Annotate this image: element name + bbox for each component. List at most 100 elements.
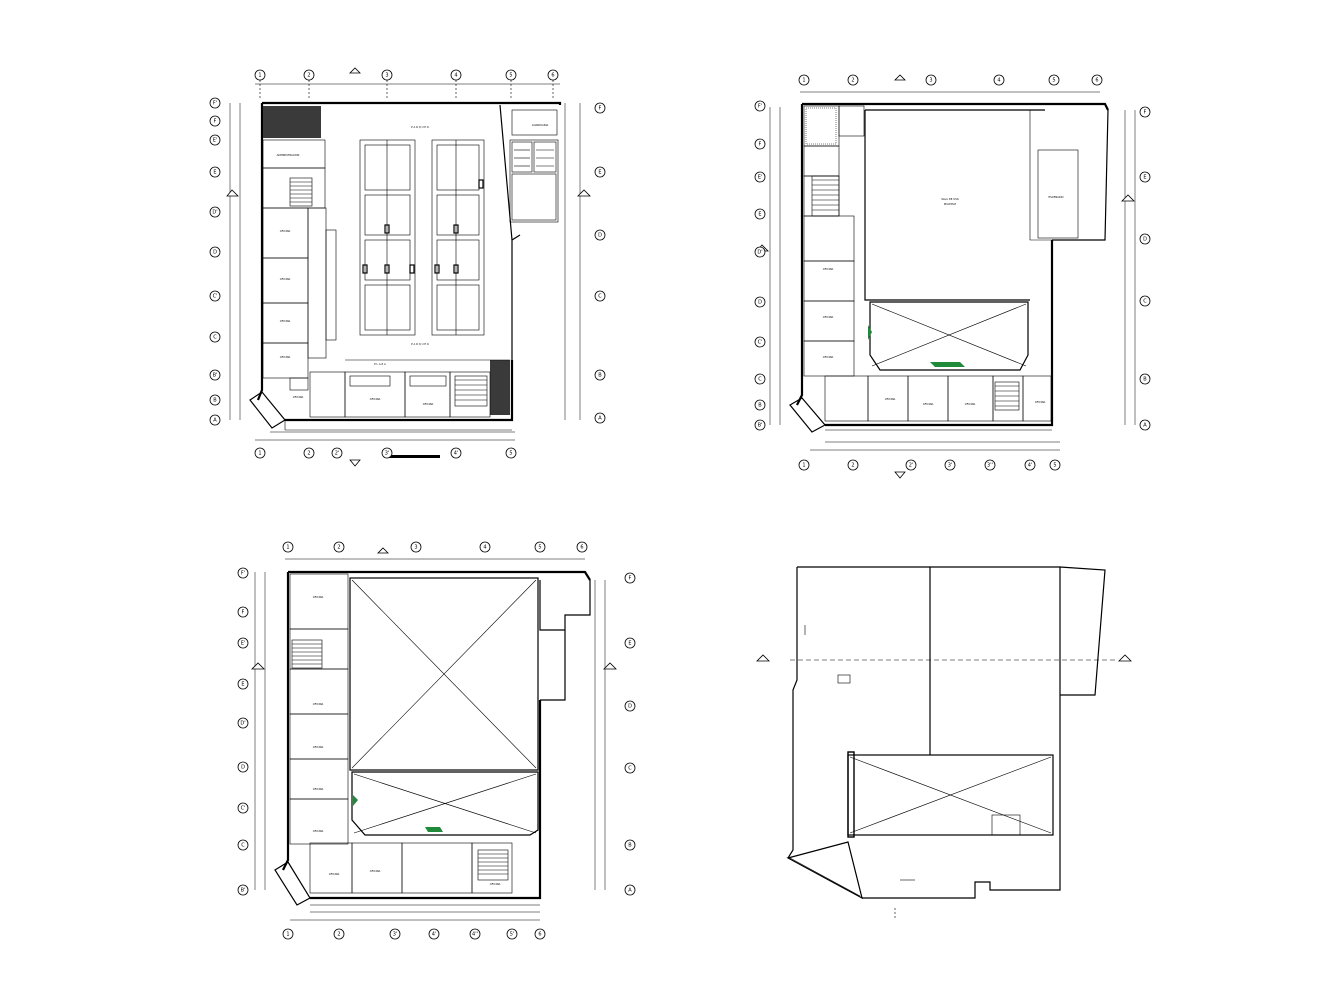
plan-1-col-bottom-5-label: 5	[509, 450, 512, 456]
plan-1-row-left-1-label: F	[214, 118, 217, 124]
plan-1-row-left-7-circle	[209, 331, 221, 343]
plan-2-row-right-1-circle	[1139, 171, 1151, 183]
plan-2-col-bottom-2-label: 2'	[909, 462, 914, 468]
plan-3-col-bottom-1-label: 2	[337, 931, 340, 937]
plan-2-row-right-3-label: C	[1143, 298, 1147, 304]
plan-3-row-right-0-label: F	[629, 575, 632, 581]
plan-1-hatched-block	[263, 106, 321, 138]
plan-1-col-bottom-2-circle	[331, 447, 343, 459]
plan-1-row-right-3-label: C	[598, 293, 602, 299]
svg-text:OFICINA: OFICINA	[293, 395, 304, 399]
plan-2-row-left-5-circle	[754, 296, 766, 308]
plan-3-row-left-2-circle	[237, 637, 249, 649]
plan-1-row-left-3-circle	[209, 166, 221, 178]
svg-text:MULTIPLE: MULTIPLE	[944, 202, 957, 206]
plan-1-col-top-1-circle	[303, 69, 315, 81]
svg-text:ESCENARIO: ESCENARIO	[1048, 195, 1063, 199]
svg-text:OFICINA: OFICINA	[885, 397, 896, 401]
svg-text:OFICINA: OFICINA	[1035, 400, 1046, 404]
plan-2-col-bottom-5-circle	[1024, 459, 1036, 471]
plan-1-row-left-6-label: C'	[213, 293, 218, 299]
plan-2-row-left-2-label: E'	[758, 174, 763, 180]
plan-2-row-left-3-label: E	[758, 211, 761, 217]
plan-1-row-left-7-label: C	[213, 334, 217, 340]
plan-3-col-top-5-label: 6	[580, 544, 583, 550]
plan-1-scale-bar	[385, 455, 440, 458]
plan-1-row-right-0-label: F	[599, 105, 602, 111]
plan-3-third-floor: OFICINA OFICINA OFICINA OFICINA OFICINA …	[251, 547, 617, 921]
plan-1-col-top-5-circle	[547, 69, 559, 81]
plan-2-col-top-0-label: 1	[802, 77, 805, 83]
plan-1-ground-floor: P A R Q U E O P A R Q U E O P L A Z A GU…	[226, 67, 591, 467]
plan-3-row-right-3-circle	[624, 762, 636, 774]
plan-2-col-bottom-1-label: 2	[851, 462, 854, 468]
plan-4-roof-plan	[756, 566, 1132, 920]
plan-1-row-right-2-circle	[594, 229, 606, 241]
plan-3-row-left-3-circle	[237, 678, 249, 690]
plan-2-col-top-0-circle	[798, 74, 810, 86]
svg-text:OFICINA: OFICINA	[313, 702, 324, 706]
plan-2-col-bottom-6-circle	[1049, 459, 1061, 471]
plan-1-col-top-3-label: 4	[454, 72, 457, 78]
plan-2-row-right-5-label: A	[1143, 422, 1147, 428]
plan-2-row-left-8-circle	[754, 419, 766, 431]
plan-1-col-top-3-circle	[450, 69, 462, 81]
plan-3-row-left-8-circle	[237, 884, 249, 896]
plan-1-row-right-5-circle	[594, 412, 606, 424]
plan-3-row-right-1-circle	[624, 637, 636, 649]
plan-2-row-right-4-circle	[1139, 373, 1151, 385]
plan-2-row-left-0-label: F'	[758, 103, 762, 109]
plan-2-col-bottom-1-circle	[847, 459, 859, 471]
plan-1-col-bottom-2-label: 2'	[335, 450, 340, 456]
plan-2-row-left-9-label: B	[758, 402, 762, 408]
plan-3-col-bottom-1-circle	[333, 928, 345, 940]
plan-3-col-top-3-circle	[479, 541, 491, 553]
svg-text:ADMINISTRACION: ADMINISTRACION	[277, 153, 300, 157]
svg-text:SALA DE USO: SALA DE USO	[941, 197, 959, 201]
plan-1-row-left-1-circle	[209, 115, 221, 127]
plan-3-row-right-3-label: C	[628, 765, 632, 771]
plan-1-row-left-2-label: E'	[213, 137, 218, 143]
plan-2-col-bottom-5-label: 4'	[1028, 462, 1033, 468]
plan-3-row-right-4-label: B	[628, 842, 632, 848]
plan-1-row-left-8-label: B'	[213, 372, 218, 378]
svg-text:OFICINA: OFICINA	[823, 355, 834, 359]
plan-1-row-left-5-circle	[209, 246, 221, 258]
svg-text:P A R Q U E O: P A R Q U E O	[411, 342, 429, 346]
plan-3-row-left-2-label: E'	[241, 640, 246, 646]
plan-1-row-left-9-circle	[209, 394, 221, 406]
plan-3-row-left-4-label: D'	[240, 720, 245, 726]
plan-2-col-bottom-6-label: 5	[1053, 462, 1056, 468]
plan-2-row-left-1-circle	[754, 138, 766, 150]
plan-2-row-left-7-label: C	[758, 376, 762, 382]
svg-text:OFICINA: OFICINA	[370, 397, 381, 401]
plan-2-col-bottom-0-circle	[798, 459, 810, 471]
plan-2-row-right-4-label: B	[1143, 376, 1147, 382]
plan-3-col-bottom-0-label: 1	[286, 931, 289, 937]
svg-text:OFICINA: OFICINA	[313, 829, 324, 833]
plan-2-row-right-2-label: D	[1143, 236, 1147, 242]
plan-2-row-right-2-circle	[1139, 233, 1151, 245]
svg-text:OFICINA: OFICINA	[923, 402, 934, 406]
plan-1-row-right-2-label: D	[598, 232, 602, 238]
svg-text:OFICINA: OFICINA	[490, 882, 501, 886]
plan-3-row-left-5-label: D	[241, 764, 245, 770]
plan-3-col-bottom-4-circle	[469, 928, 481, 940]
plan-1-row-right-4-circle	[594, 369, 606, 381]
plan-2-col-top-1-circle	[847, 74, 859, 86]
plan-2-green-accent	[930, 362, 965, 367]
plan-2-upper-floor: SALA DE USO MULTIPLE ESCENARIO OFICINA O…	[756, 74, 1136, 479]
plan-3-row-left-4-circle	[237, 717, 249, 729]
plan-1-col-top-0-circle	[254, 69, 266, 81]
svg-text:OFICINA: OFICINA	[280, 355, 291, 359]
plan-2-col-top-4-circle	[1048, 74, 1060, 86]
plan-1-col-bottom-3-label: 3'	[385, 450, 390, 456]
svg-text:OFICINA: OFICINA	[313, 595, 324, 599]
plan-2-row-left-3-circle	[754, 208, 766, 220]
svg-text:OFICINA: OFICINA	[280, 319, 291, 323]
plan-3-col-bottom-5-label: 5'	[510, 931, 515, 937]
plan-2-col-top-2-label: 3	[929, 77, 932, 83]
